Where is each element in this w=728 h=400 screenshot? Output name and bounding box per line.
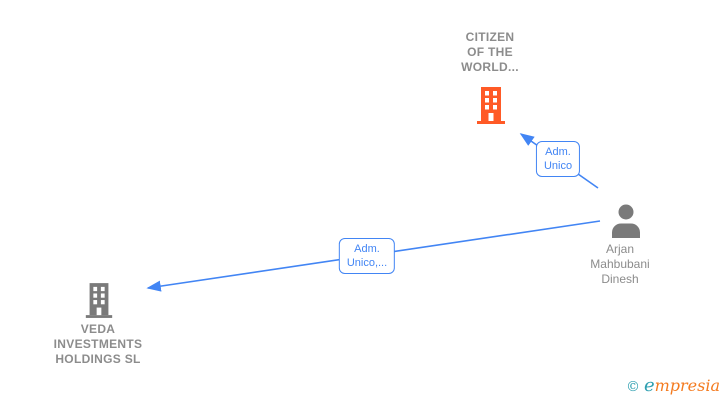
edge-label-line1: Adm. [545, 146, 571, 158]
node-person-line1: Arjan [605, 242, 634, 256]
brand-first-letter: e [643, 375, 655, 396]
edge-label-line1: Adm. [354, 243, 380, 255]
edge-label-adm-unico-2[interactable]: Adm. Unico,... [338, 238, 396, 274]
node-citizen-line3: WORLD... [461, 60, 519, 74]
node-citizen-line2: OF THE [467, 45, 513, 59]
empresia-logo[interactable]: ©empresia [626, 375, 720, 396]
node-person-line3: Dinesh [601, 272, 639, 286]
edge-label-line2: Unico,... [346, 257, 388, 269]
person-icon [611, 204, 641, 243]
node-veda-label: VEDA INVESTMENTS HOLDINGS SL [40, 322, 156, 367]
building-icon [474, 87, 508, 130]
brand-rest: mpresia [654, 376, 720, 395]
node-citizen-label: CITIZEN OF THE WORLD... [430, 30, 550, 75]
node-veda-line2: INVESTMENTS [53, 337, 143, 351]
edge-label-adm-unico[interactable]: Adm. Unico [535, 141, 581, 177]
node-person-label: Arjan Mahbubani Dinesh [568, 242, 672, 287]
building-icon [83, 283, 115, 324]
edge-label-line2: Unico [543, 160, 573, 172]
node-citizen-of-the-world[interactable]: CITIZEN OF THE WORLD... [430, 30, 550, 124]
node-citizen-line1: CITIZEN [465, 30, 515, 44]
node-veda-line3: HOLDINGS SL [55, 352, 141, 366]
node-person-line2: Mahbubani [590, 257, 650, 271]
copyright-icon: © [625, 379, 640, 395]
node-veda-line1: VEDA [80, 322, 116, 336]
